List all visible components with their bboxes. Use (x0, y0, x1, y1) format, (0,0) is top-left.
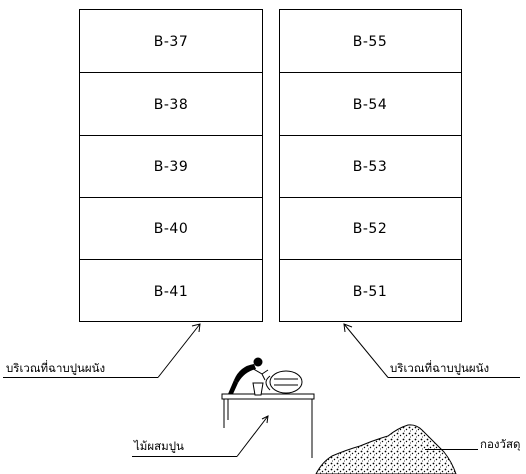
arrow-head-icon (261, 415, 269, 424)
worker-tool (261, 369, 269, 375)
worker-torso (234, 364, 256, 383)
plaster-area-left-callout: บริเวณที่ฉาบปูนผนัง (3, 323, 201, 378)
room-label: B-38 (154, 97, 188, 113)
left-column-frame (79, 9, 263, 322)
right-column: B-55 B-54 B-53 B-52 B-51 (279, 9, 462, 322)
worker-head (253, 357, 263, 367)
mixing-drum (269, 370, 303, 394)
table-top (221, 393, 315, 400)
leader-line (157, 323, 201, 378)
room-label: B-40 (154, 221, 188, 237)
material-pile-icon (315, 424, 457, 474)
leader-line (343, 323, 389, 378)
drum-rim (265, 375, 271, 391)
room-label: B-52 (353, 221, 387, 237)
room-label: B-53 (353, 159, 387, 175)
leader-line (236, 415, 269, 457)
room-label: B-39 (154, 159, 188, 175)
material-pile-callout: กองวัสดุ (425, 437, 520, 451)
worker-leg (228, 380, 238, 394)
material-pile-label: กองวัสดุ (480, 437, 520, 451)
plaster-area-label: บริเวณที่ฉาบปูนผนัง (6, 360, 105, 375)
room-label: B-37 (154, 34, 188, 50)
room-label: B-55 (353, 34, 387, 50)
left-column: B-37 B-38 B-39 B-40 B-41 (79, 9, 263, 322)
worker-mixing-icon (221, 357, 315, 458)
arrow-head-icon (191, 323, 201, 333)
plaster-area-label: บริเวณที่ฉาบปูนผนัง (390, 360, 489, 375)
drum-detail (274, 378, 298, 386)
right-column-frame (279, 9, 462, 322)
room-label: B-51 (353, 284, 387, 300)
mixing-table-label: ไม้ผสมปูน (133, 439, 184, 453)
plaster-area-right-callout: บริเวณที่ฉาบปูนผนัง (343, 323, 520, 378)
mixing-table-callout: ไม้ผสมปูน (132, 415, 269, 457)
gravel-pile (315, 424, 457, 474)
bucket (252, 382, 264, 396)
room-label: B-54 (353, 97, 387, 113)
arrow-head-icon (343, 323, 353, 333)
room-label: B-41 (154, 284, 188, 300)
